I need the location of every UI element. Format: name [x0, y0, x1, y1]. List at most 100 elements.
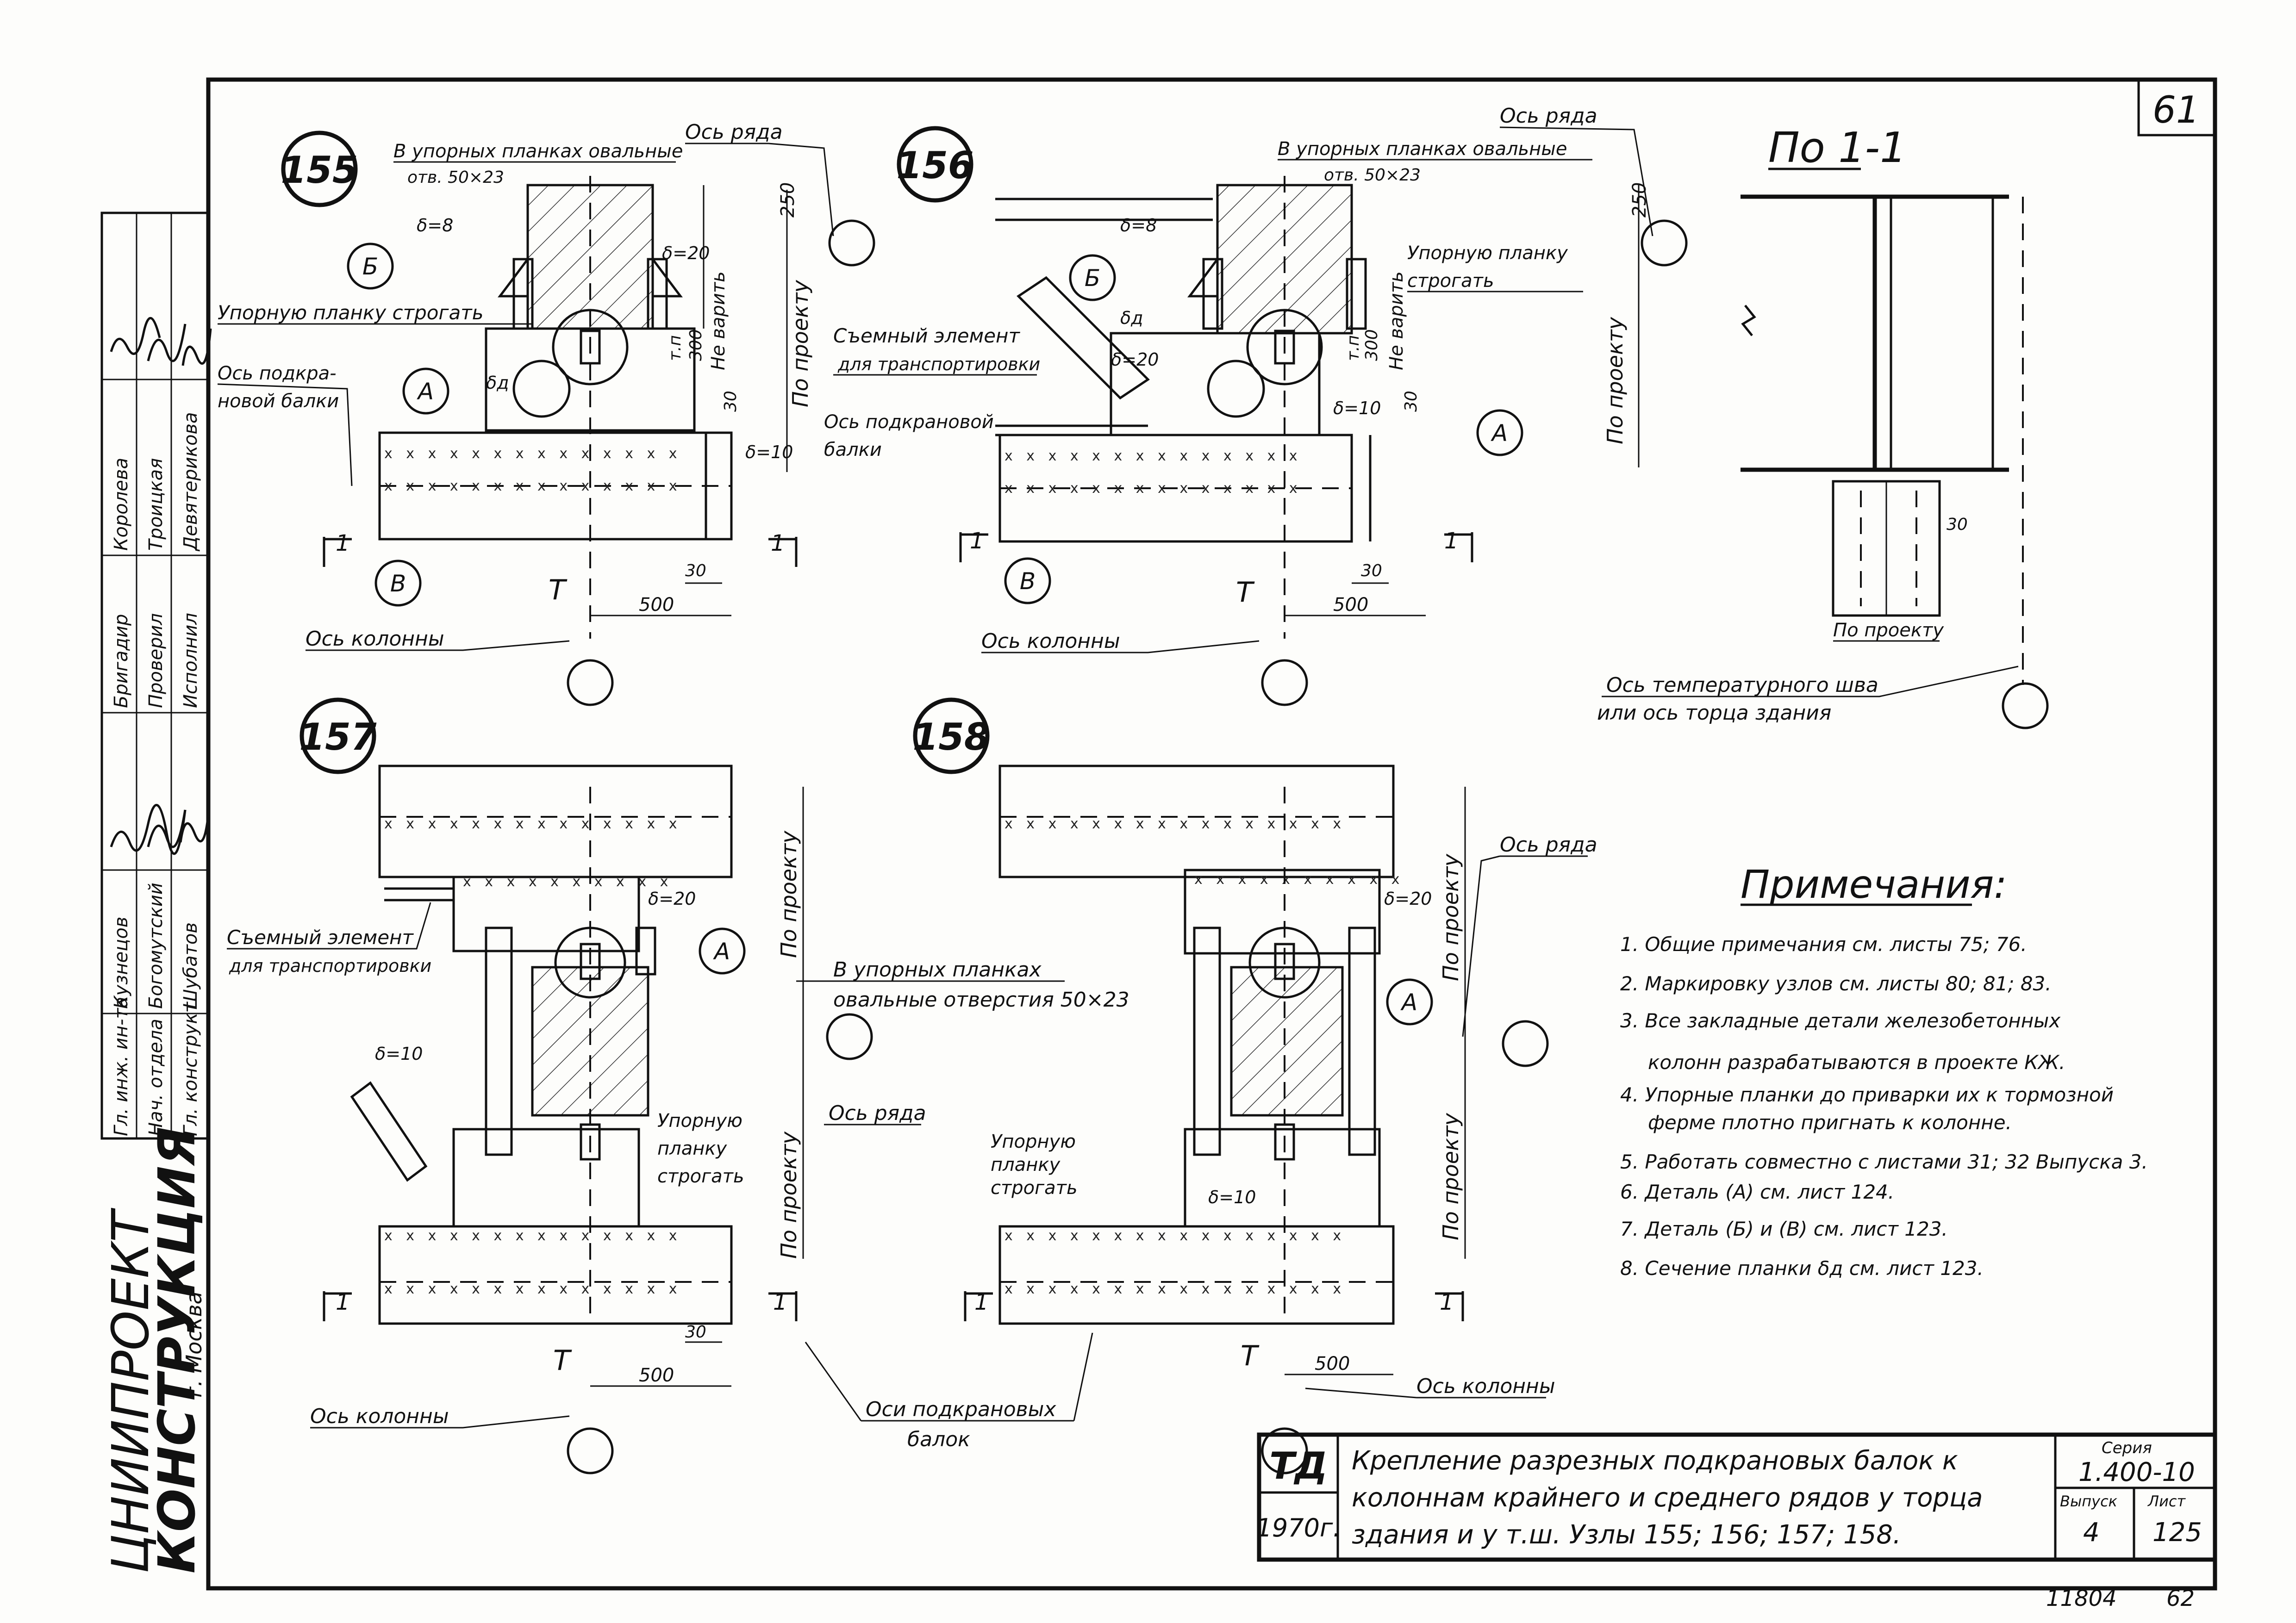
note-2: 2. Маркировку узлов см. листы 80; 81; 83…	[1620, 972, 2052, 995]
plank-plane-156-1: Упорную планку	[1407, 243, 1568, 264]
node-badge-156	[897, 126, 973, 203]
issue-label: Выпуск	[2060, 1492, 2118, 1510]
oval-holes-156-1: В упорных планках овальные	[1278, 138, 1567, 160]
row-axis-157: Ось ряда	[1500, 833, 1597, 857]
plank-plane-156-2: строгать	[1407, 270, 1494, 292]
column-axis-157: Ось колонны	[1416, 1374, 1555, 1398]
sheet-number-bottom: 62	[2166, 1586, 2195, 1611]
note-8: 8. Сечение планки δд см. лист 123.	[1620, 1257, 1984, 1280]
removable-158-2: для транспортировки	[229, 956, 431, 976]
bubble-A-157: А	[1400, 989, 1417, 1016]
sheet-frame: 61	[206, 77, 2217, 1591]
section-mark-158b: 1	[773, 1289, 787, 1315]
node-157: 158 x x x x x x x x x x x x x x x x x x …	[913, 697, 1597, 1474]
sheet-label: Лист	[2147, 1492, 2186, 1510]
stamp-pos-4: Бригадир	[111, 614, 132, 708]
title-line-3: здания и у т.ш. Узлы 155; 156; 157; 158.	[1352, 1520, 1901, 1550]
T-155: T	[549, 574, 568, 606]
section-mark-158a: 1	[336, 1289, 350, 1315]
title-line-2: колоннам крайнего и среднего рядов у тор…	[1352, 1483, 1983, 1513]
svg-text:x x x x x x x x x x x x x x: x x x x x x x x x x x x x x	[384, 1281, 682, 1297]
stamp-surname-2: Богомутский	[145, 883, 167, 1009]
sheet-number-top: 61	[2152, 88, 2200, 131]
oval-center-1: В упорных планках	[833, 958, 1042, 982]
notes-block: Примечания: 1. Общие примечания см. лист…	[1620, 862, 2148, 1280]
signature-6	[181, 328, 212, 366]
oval-center-2: овальные отверстия 50×23	[833, 988, 1129, 1012]
signature-3	[179, 814, 210, 843]
delta-d-155: δд	[486, 373, 509, 393]
crane-beam-157a	[998, 765, 1395, 878]
row-axis-center: Ось ряда	[829, 1101, 926, 1125]
oval-holes-155-1: В упорных планках овальные	[393, 141, 683, 162]
tp-label-156: т.п	[1344, 335, 1363, 361]
center-labels: В упорных планках овальные отверстия 50×…	[796, 958, 1129, 1451]
notes-title: Примечания:	[1741, 862, 2007, 907]
column-axis-158: Ось колонны	[310, 1405, 449, 1428]
beam-axes-1: Оси подкрановых	[866, 1398, 1056, 1421]
rc-column-157	[1230, 966, 1344, 1117]
note-6: 6. Деталь (А) см. лист 124.	[1620, 1181, 1894, 1203]
issue-value: 4	[2083, 1517, 2100, 1548]
sheet-number-box	[2137, 78, 2216, 137]
plank-plane-157-3: строгать	[991, 1177, 1078, 1199]
dim-500-156: 500	[1333, 594, 1368, 616]
delta10-158: δ=10	[375, 1044, 423, 1064]
bubble-A-155: А	[417, 378, 434, 405]
per-project-158b: По проекту	[776, 1131, 801, 1259]
section-mark-155a: 1	[336, 530, 350, 556]
note-3: 3. Все закладные детали железобетонных	[1620, 1009, 2061, 1032]
bubble-A-158: А	[713, 938, 730, 965]
note-1: 1. Общие примечания см. листы 75; 76.	[1620, 933, 2027, 956]
delta20-155: δ=20	[662, 243, 710, 263]
signature-1	[110, 804, 187, 855]
temp-joint-1: Ось температурного шва	[1606, 673, 1878, 697]
bubble-V-155: В	[390, 570, 406, 597]
crane-beam-158b	[378, 1225, 733, 1325]
delta10-155: δ=10	[745, 442, 793, 462]
bubble-A-156: А	[1491, 420, 1508, 447]
plank-plane-155: Упорную планку строгать	[218, 301, 483, 324]
delta10-156: δ=10	[1333, 398, 1381, 418]
per-project-155: По проекту	[788, 280, 813, 407]
node-158: 157 x x x x x x x x x x x x x x x x x x …	[227, 697, 873, 1474]
svg-text:x x x x x x x x x x x x x x: x x x x x x x x x x x x x x	[384, 478, 682, 494]
stamp-pos-5: Проверил	[145, 613, 167, 708]
org-name-partial: ЦНИИПРОЕКТ	[101, 1207, 160, 1573]
dim-250-155: 250	[777, 182, 799, 218]
node-badge-157	[913, 697, 990, 774]
section-mark-156a: 1	[970, 528, 984, 554]
series-label: Серия	[2102, 1439, 2152, 1457]
section-mark-156b: 1	[1444, 528, 1459, 554]
column-axis-156: Ось колонны	[981, 629, 1120, 653]
stamp-surname-5: Троицкая	[145, 458, 167, 551]
node-156: 156 x x x x x x x x x x x x x x x x x x …	[824, 104, 1688, 706]
node-number-156: 156	[897, 144, 974, 187]
bubble-V-156: В	[1020, 568, 1036, 595]
note-4b: ферме плотно пригнать к колонне.	[1648, 1111, 2012, 1134]
beam-axes-2: балок	[907, 1428, 970, 1451]
svg-text:x x x x x x x x x x: x x x x x x x x x x	[1194, 871, 1404, 888]
dim-30-158: 30	[685, 1323, 706, 1342]
removable-158-1: Съемный элемент	[227, 926, 414, 949]
year: 1970г.	[1256, 1513, 1341, 1542]
signature-4	[110, 317, 161, 355]
per-project-sect: По проекту	[1833, 620, 1944, 641]
oval-holes-155-2: отв. 50×23	[407, 168, 504, 187]
removable-156-2: для транспортировки	[837, 354, 1040, 374]
left-stamp: Гл. инж. ин-та Нач. отдела Гл. конструкт…	[100, 211, 212, 1573]
delta8-156: δ=8	[1120, 215, 1157, 236]
org-city: г. Москва	[181, 1291, 206, 1398]
title-line-1: Крепление разрезных подкрановых балок к	[1352, 1446, 1958, 1476]
svg-text:x x x x x x x x x x x x x x x: x x x x x x x x x x x x x x x x	[1004, 1281, 1346, 1297]
td-mark: ТД	[1269, 1444, 1328, 1487]
bubble-B-156: Б	[1085, 265, 1100, 292]
dim-30-sect: 30	[1947, 515, 1968, 534]
svg-text:x x x x x x x x x x: x x x x x x x x x x	[463, 874, 673, 890]
node-badge-158	[299, 697, 376, 774]
note-4: 4. Упорные планки до приварки их к тормо…	[1620, 1083, 2114, 1106]
dim-300-156: 300	[1362, 329, 1381, 361]
stamp-pos-1: Гл. инж. ин-та	[111, 997, 132, 1136]
